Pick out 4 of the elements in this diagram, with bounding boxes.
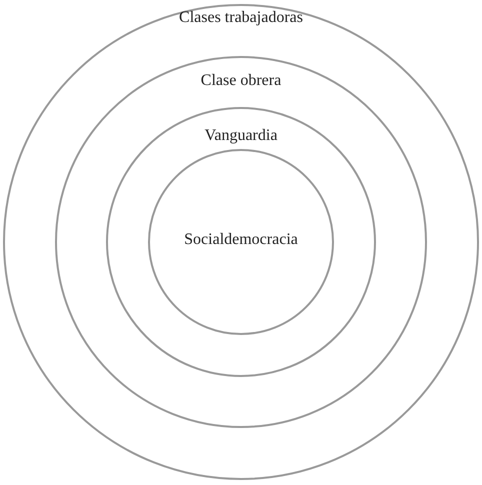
ring-label: Socialdemocracia — [184, 231, 298, 249]
ring-label: Vanguardia — [204, 127, 278, 145]
ring-label: Clase obrera — [200, 72, 282, 90]
ring-label: Clases trabajadoras — [179, 9, 303, 27]
